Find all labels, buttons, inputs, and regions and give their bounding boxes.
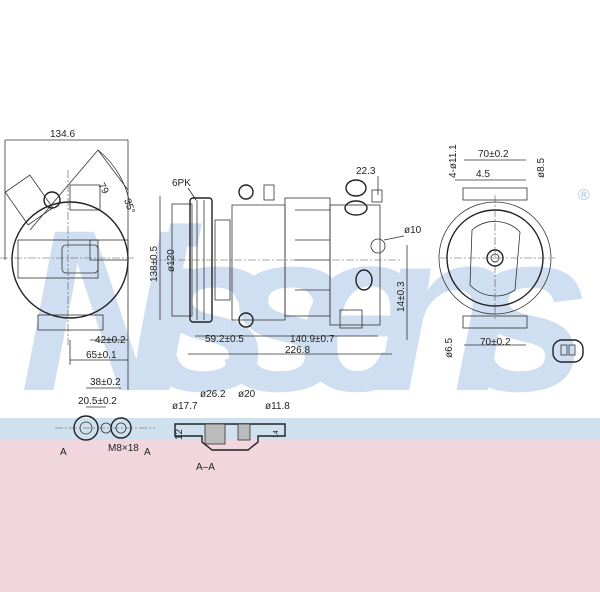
dim-top-width: 70±0.2 — [478, 149, 509, 160]
dim-d20: ø20 — [238, 389, 256, 400]
side-view: 134.6 79 35° 42±0.2 65±0.1 — [0, 129, 137, 390]
dim-length: 226.8 — [285, 345, 310, 356]
dim-height: 138±0.5 — [149, 245, 160, 282]
blue-band — [0, 418, 600, 440]
dim-dia-8-5: ø8.5 — [536, 158, 547, 178]
dim-59-2: 59.2±0.5 — [205, 334, 244, 345]
section-mark-right: A — [144, 447, 151, 458]
port-view: 38±0.2 20.5±0.2 M8×18 A A — [55, 377, 155, 458]
dim-h12: 12 — [174, 428, 185, 440]
dim-d11-8: ø11.8 — [265, 401, 290, 412]
dim-h14: 14 — [273, 430, 280, 438]
dim-65: 65±0.1 — [86, 350, 117, 361]
registered-mark: ® — [578, 187, 590, 204]
dim-42: 42±0.2 — [95, 335, 126, 346]
section-mark-left: A — [60, 447, 67, 458]
dim-holes: 4-ø11.1 — [448, 144, 459, 178]
section-view: ø17.7 ø26.2 ø20 ø11.8 12 14 A–A — [172, 389, 290, 473]
dim-140-9: 140.9±0.7 — [290, 334, 335, 345]
label-thread: M8×18 — [108, 443, 139, 454]
end-view: 4-ø11.1 70±0.2 4.5 ø8.5 ø6.5 70±0.2 — [438, 144, 584, 363]
label-6pk: 6PK — [172, 178, 191, 189]
connector — [552, 339, 584, 363]
dim-38: 38±0.2 — [90, 377, 121, 388]
dim-14: 14±0.3 — [396, 281, 407, 312]
dim-d26-2: ø26.2 — [200, 389, 226, 400]
dim-22-3: 22.3 — [356, 166, 376, 177]
dim-angle-35: 35° — [121, 197, 137, 215]
dim-d17-7: ø17.7 — [172, 401, 198, 412]
dim-bottom-width: 70±0.2 — [480, 337, 511, 348]
dim-hole-dia: ø10 — [404, 225, 422, 236]
dim-pulley-dia: ø120 — [166, 249, 177, 272]
dim-4-5: 4.5 — [476, 169, 490, 180]
pink-band — [0, 440, 600, 592]
dim-width: 134.6 — [50, 129, 75, 140]
dim-20-5: 20.5±0.2 — [78, 396, 117, 407]
dim-dia-6-5: ø6.5 — [444, 338, 455, 358]
section-label: A–A — [196, 462, 215, 473]
front-view: 6PK 138±0.5 ø120 22.3 ø10 14±0.3 59.2±0.… — [149, 166, 422, 356]
